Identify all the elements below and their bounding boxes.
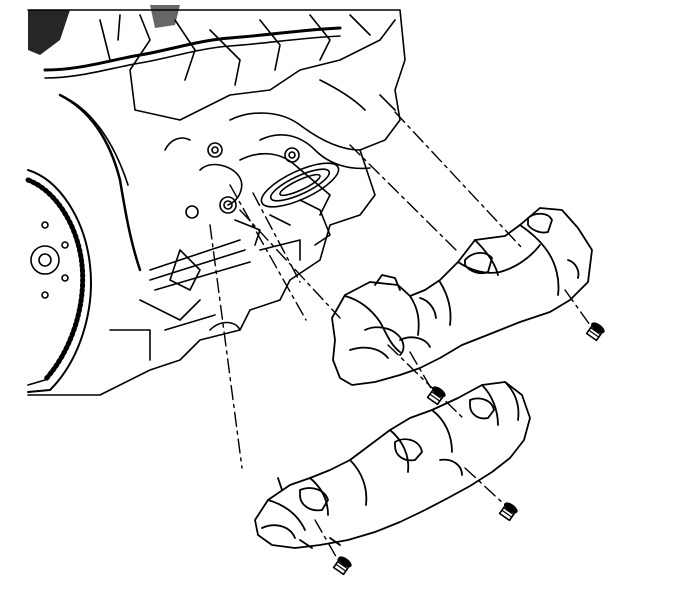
- upper-heat-shield: [332, 208, 592, 385]
- alignment-line: [210, 225, 242, 468]
- alignment-line: [465, 468, 505, 505]
- alignment-lines: [210, 112, 590, 560]
- bolt: [586, 321, 605, 340]
- alignment-line: [315, 520, 338, 560]
- alignment-line: [565, 290, 590, 325]
- bolt: [499, 501, 518, 520]
- bolt: [427, 385, 446, 404]
- flywheel: [28, 170, 91, 392]
- lower-heat-shield: [255, 382, 530, 548]
- alignment-line: [388, 345, 465, 420]
- bolt: [333, 555, 352, 574]
- engine-block: [28, 5, 405, 395]
- alignment-line: [350, 145, 458, 252]
- alignment-line: [253, 193, 300, 282]
- alignment-line: [395, 112, 522, 248]
- alignment-line: [230, 185, 306, 320]
- alignment-line: [410, 352, 432, 390]
- alignment-line: [240, 210, 340, 318]
